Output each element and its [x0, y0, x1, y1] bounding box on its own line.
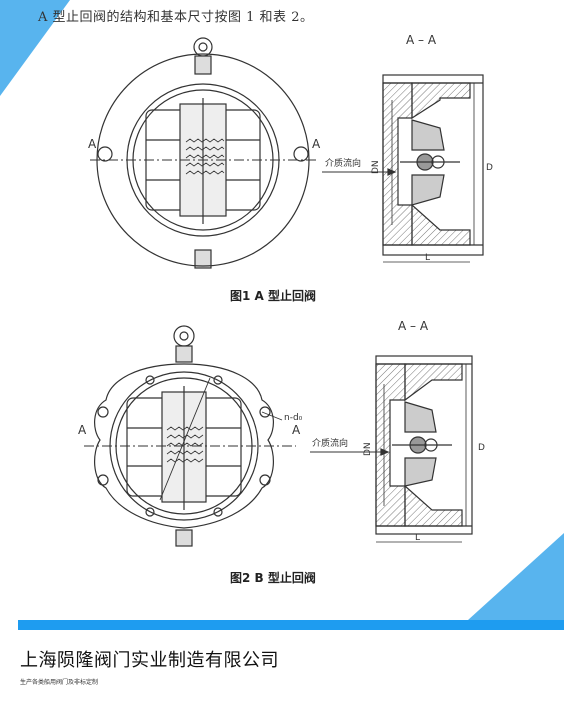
fig1-dim-dn: DN: [371, 160, 381, 174]
fig1-section-view: [322, 74, 484, 263]
company-tagline: 生产各类船用阀门及非标定制: [20, 679, 99, 686]
fig1-cut-label-left: A: [88, 137, 97, 151]
fig2-dim-l: L: [415, 533, 420, 543]
fig1-cut-label-right: A: [312, 137, 321, 151]
fig2-dim-d: D: [478, 443, 485, 453]
corner-triangle-top-left: [0, 0, 70, 96]
fig2-section-view: [310, 355, 473, 543]
intro-text: A 型止回阀的结构和基本尺寸按图 1 和表 2。: [38, 10, 314, 25]
fig1-dim-d: D: [486, 163, 493, 173]
fig2-caption: 图2 B 型止回阀: [230, 570, 316, 585]
corner-triangle-bottom-right: [468, 533, 564, 620]
fig2-cut-label-left: A: [78, 423, 87, 437]
fig2-flow-label: 介质流向: [312, 437, 348, 449]
fig1-flow-label: 介质流向: [325, 157, 361, 169]
fig2-dim-dn: DN: [363, 442, 373, 456]
fig1-caption: 图1 A 型止回阀: [230, 288, 316, 303]
technical-drawings: A A A – A 介质流向 DN D L 图1 A 型止回阀: [78, 33, 493, 585]
fig1-front-view: [90, 37, 316, 269]
fig2-cut-label-right: A: [292, 423, 301, 437]
fig2-hole-label: n-d₀: [284, 413, 303, 423]
company-name: 上海陨隆阀门实业制造有限公司: [20, 650, 279, 671]
fig2-section-label: A – A: [398, 319, 429, 333]
fig2-front-view: [84, 325, 296, 547]
fig1-dim-l: L: [425, 253, 430, 263]
footer-accent-bar: [18, 620, 564, 630]
fig1-section-label: A – A: [406, 33, 437, 47]
